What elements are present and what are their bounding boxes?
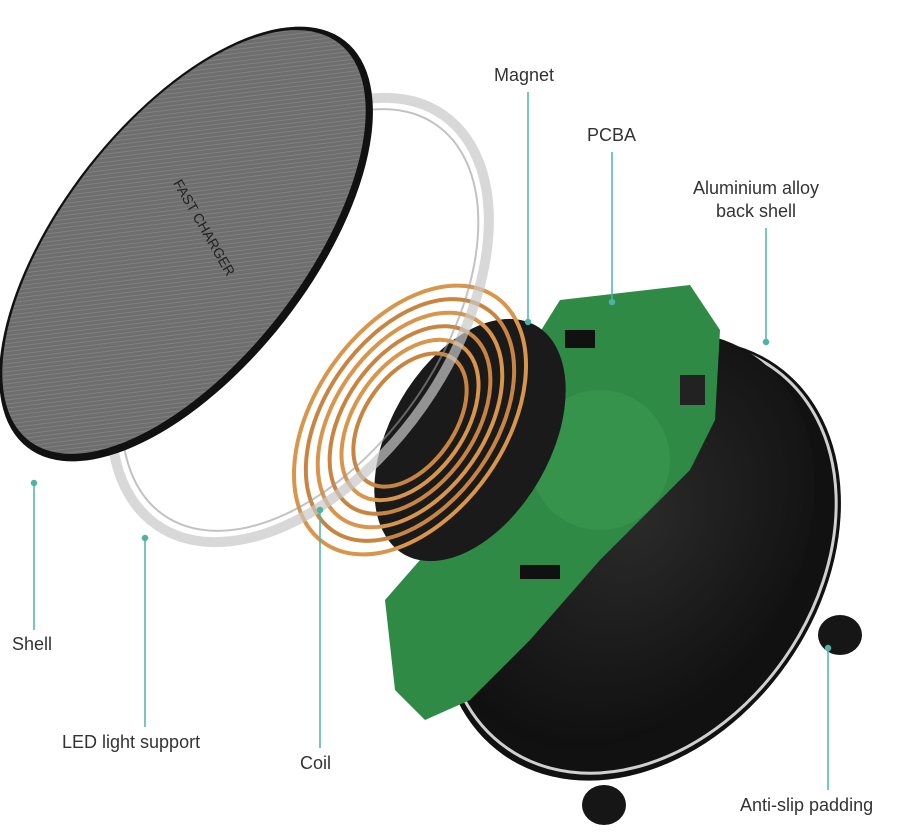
label-pcba: PCBA <box>587 125 637 145</box>
magnet-disc <box>374 318 566 562</box>
anti-slip-pad <box>818 615 862 655</box>
label-coil: Coil <box>300 753 332 773</box>
label-back-shell: Aluminium alloy back shell <box>693 177 819 223</box>
label-back-shell-line2: back shell <box>716 201 797 221</box>
anti-slip-pad <box>582 785 626 825</box>
label-anti-slip: Anti-slip padding <box>740 795 874 815</box>
label-back-shell-line1: Aluminium alloy <box>693 178 820 198</box>
label-magnet: Magnet <box>494 65 555 85</box>
pcba-board <box>385 285 720 720</box>
label-led-support: LED light support <box>62 732 201 752</box>
shell: FAST CHARGER <box>0 26 373 462</box>
label-shell: Shell <box>12 634 53 654</box>
leader-lines <box>30 92 832 790</box>
